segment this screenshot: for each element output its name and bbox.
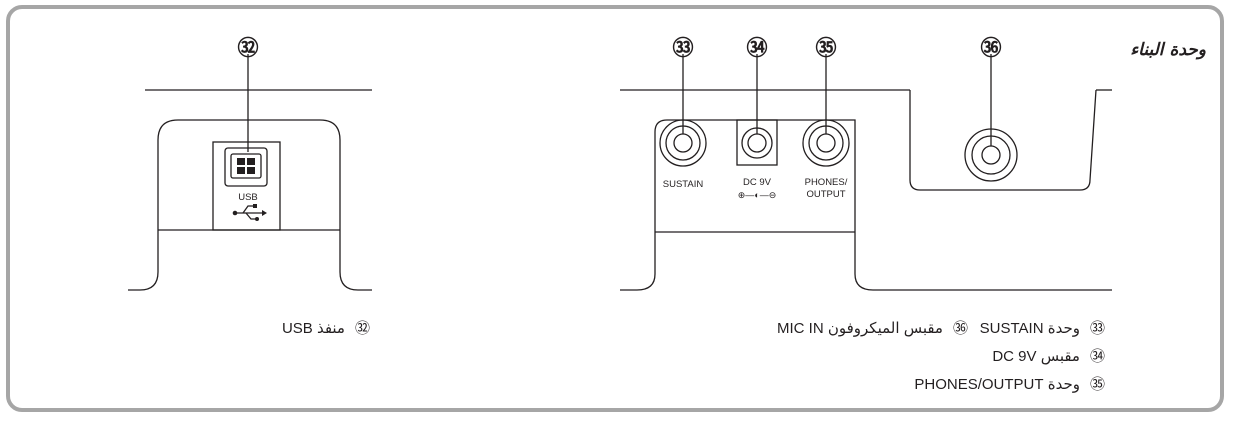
callout-33: ㉝: [673, 36, 694, 60]
caption-text: مقبس DC 9V: [992, 348, 1080, 365]
caption-phones-output: ㉟ وحدة PHONES/OUTPUT: [805, 373, 1105, 394]
usb-trident-icon: [236, 205, 262, 220]
caption-usb-port: ㉜ منفذ USB: [150, 317, 370, 338]
usb-pin-gap: [245, 158, 247, 174]
caption-text: منفذ USB: [281, 320, 345, 337]
mic-housing-outline: [909, 89, 1097, 191]
page-frame: [6, 5, 1224, 412]
usb-trident-arrow: [262, 210, 267, 216]
caption-number: ㊱: [952, 319, 968, 337]
caption-number: ㉟: [1089, 375, 1105, 393]
jack-panel-right-base: [854, 232, 1112, 291]
caption-text: وحدة SUSTAIN: [979, 320, 1080, 337]
usb-trident-dot: [232, 210, 238, 216]
callout-34: ㉞: [747, 36, 768, 60]
dc-polarity-symbol: ⊕—◐—⊖: [738, 190, 777, 200]
caption-number: ㉜: [354, 319, 370, 337]
usb-panel-left-base: [128, 230, 159, 291]
usb-port-plate: [212, 141, 281, 231]
caption-number: ㉞: [1089, 347, 1105, 365]
usb-trident-circle: [255, 217, 259, 221]
dc-jack-hole: [747, 133, 767, 153]
usb-recess-outline: [157, 119, 341, 230]
caption-number: ㉝: [1089, 319, 1105, 337]
phones-label-line2: OUTPUT: [806, 189, 845, 200]
callout-35: ㉟: [816, 36, 837, 60]
phones-label-line1: PHONES/: [805, 177, 848, 188]
caption-text: مقبس الميكروفون MIC IN: [777, 320, 943, 337]
sustain-jack-hole: [673, 133, 693, 153]
caption-mic-in: ㊱ مقبس الميكروفون MIC IN: [688, 317, 968, 338]
caption-dc-9v: ㉞ مقبس DC 9V: [855, 345, 1105, 366]
usb-trident-square: [253, 204, 257, 208]
dc-label: DC 9V: [743, 177, 772, 188]
usb-port-inner: [230, 153, 262, 179]
caption-text: وحدة PHONES/OUTPUT: [914, 376, 1080, 393]
usb-panel-right-base: [339, 230, 372, 291]
phones-jack-hole: [816, 133, 836, 153]
sustain-label: SUSTAIN: [663, 179, 704, 190]
jack-panel-left-base: [620, 232, 656, 291]
callout-32: ㉜: [238, 36, 259, 60]
usb-port-label: USB: [238, 192, 258, 203]
section-title: وحدة البناء: [1130, 40, 1206, 60]
caption-sustain: ㉝ وحدة SUSTAIN: [855, 317, 1105, 338]
callout-36: ㊱: [981, 36, 1002, 60]
jack-panel-outline: [654, 119, 856, 232]
mic-jack-hole: [981, 145, 1001, 165]
usb-port-socket: [224, 147, 268, 187]
